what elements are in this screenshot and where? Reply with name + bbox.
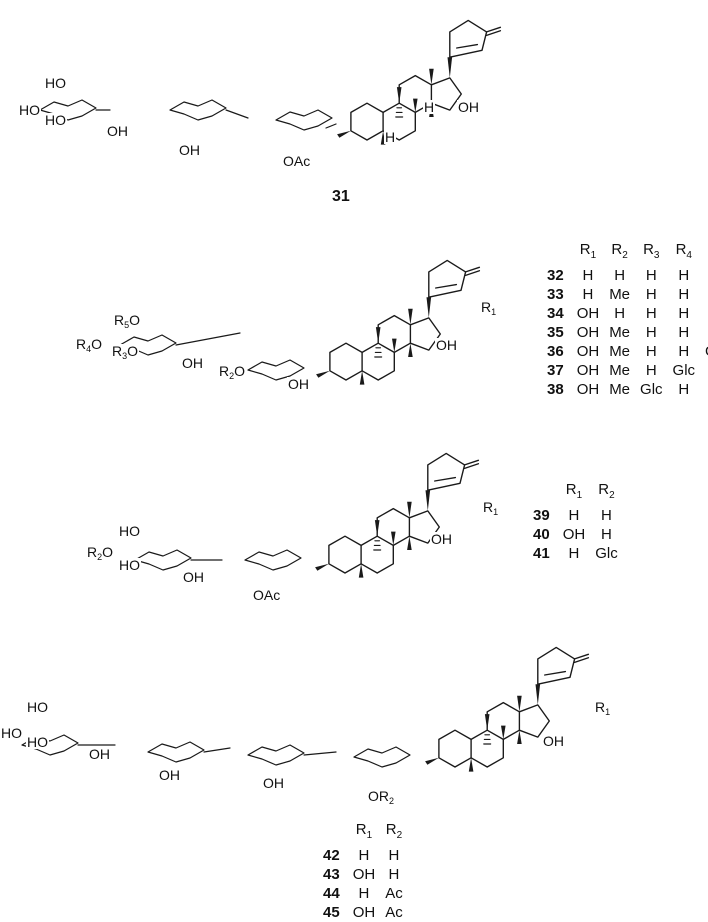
table-row: 33 HMeHHH [547,286,690,303]
acetoxy-label: OAc [252,587,282,603]
table-row: 37 OHMeHGlcH [547,362,696,379]
substituent-table-32-38: R1R2R3R4R5 32 HHHHH 33 HMeHHH 34 OHHHHH … [542,240,708,399]
hydroxyl-label: OH [178,142,201,158]
hydroxyl-label: OH [181,355,204,371]
hydroxyl-label: OH [182,569,205,585]
table-row: 34 OHHHHH [547,305,690,322]
r1-label: R1 [480,299,498,317]
compound-42-45-skeleton [21,646,590,773]
hydroxyl-label: HO [18,102,41,118]
hydroxyl-label: HO [44,112,67,128]
hydroxyl-label: HO [26,699,49,715]
hydroxyl-label: HO [44,75,67,91]
r5o-label: R5O [113,312,142,330]
r3o-label: R3O [111,343,140,361]
hydroxyl-label: OH [262,775,285,791]
r1-label: R1 [482,499,500,517]
compound-32-38-skeleton [119,259,481,386]
c14-hydroxyl-label: OH [542,733,565,749]
hydroxyl-label: HO [118,557,141,573]
table-row: 35 OHMeHHH [547,324,690,341]
hydroxyl-label: OH [88,746,111,762]
hydroxyl-label: OH [158,767,181,783]
hydroxyl-label: OH [457,99,480,115]
c14-hydroxyl-label: OH [430,531,453,547]
compound-number-31: 31 [332,188,350,205]
hydroxyl-label: HO [118,523,141,539]
or2-label: OR2 [367,788,396,806]
acetoxy-label: OAc [282,153,312,169]
hydroxyl-label: HO [26,734,49,750]
c14-hydroxyl-label: OH [435,337,458,353]
table-row: 32 HHHHH [547,267,690,284]
table-row: 36 OHMeHHGlc [547,343,708,360]
compound-31-skeleton [39,19,502,146]
r2o-label: R2O [86,544,115,562]
hydrogen-label: H [423,99,436,115]
r1-label: R1 [594,699,612,717]
hydroxyl-label: HO [0,725,23,741]
r4o-label: R4O [75,336,104,354]
hydroxyl-label: OH [106,123,129,139]
hydroxyl-label: OH [287,376,310,392]
compound-39-41-skeleton [134,452,480,579]
r2o-label: R2O [218,363,247,381]
hydrogen-label: H [384,129,397,145]
